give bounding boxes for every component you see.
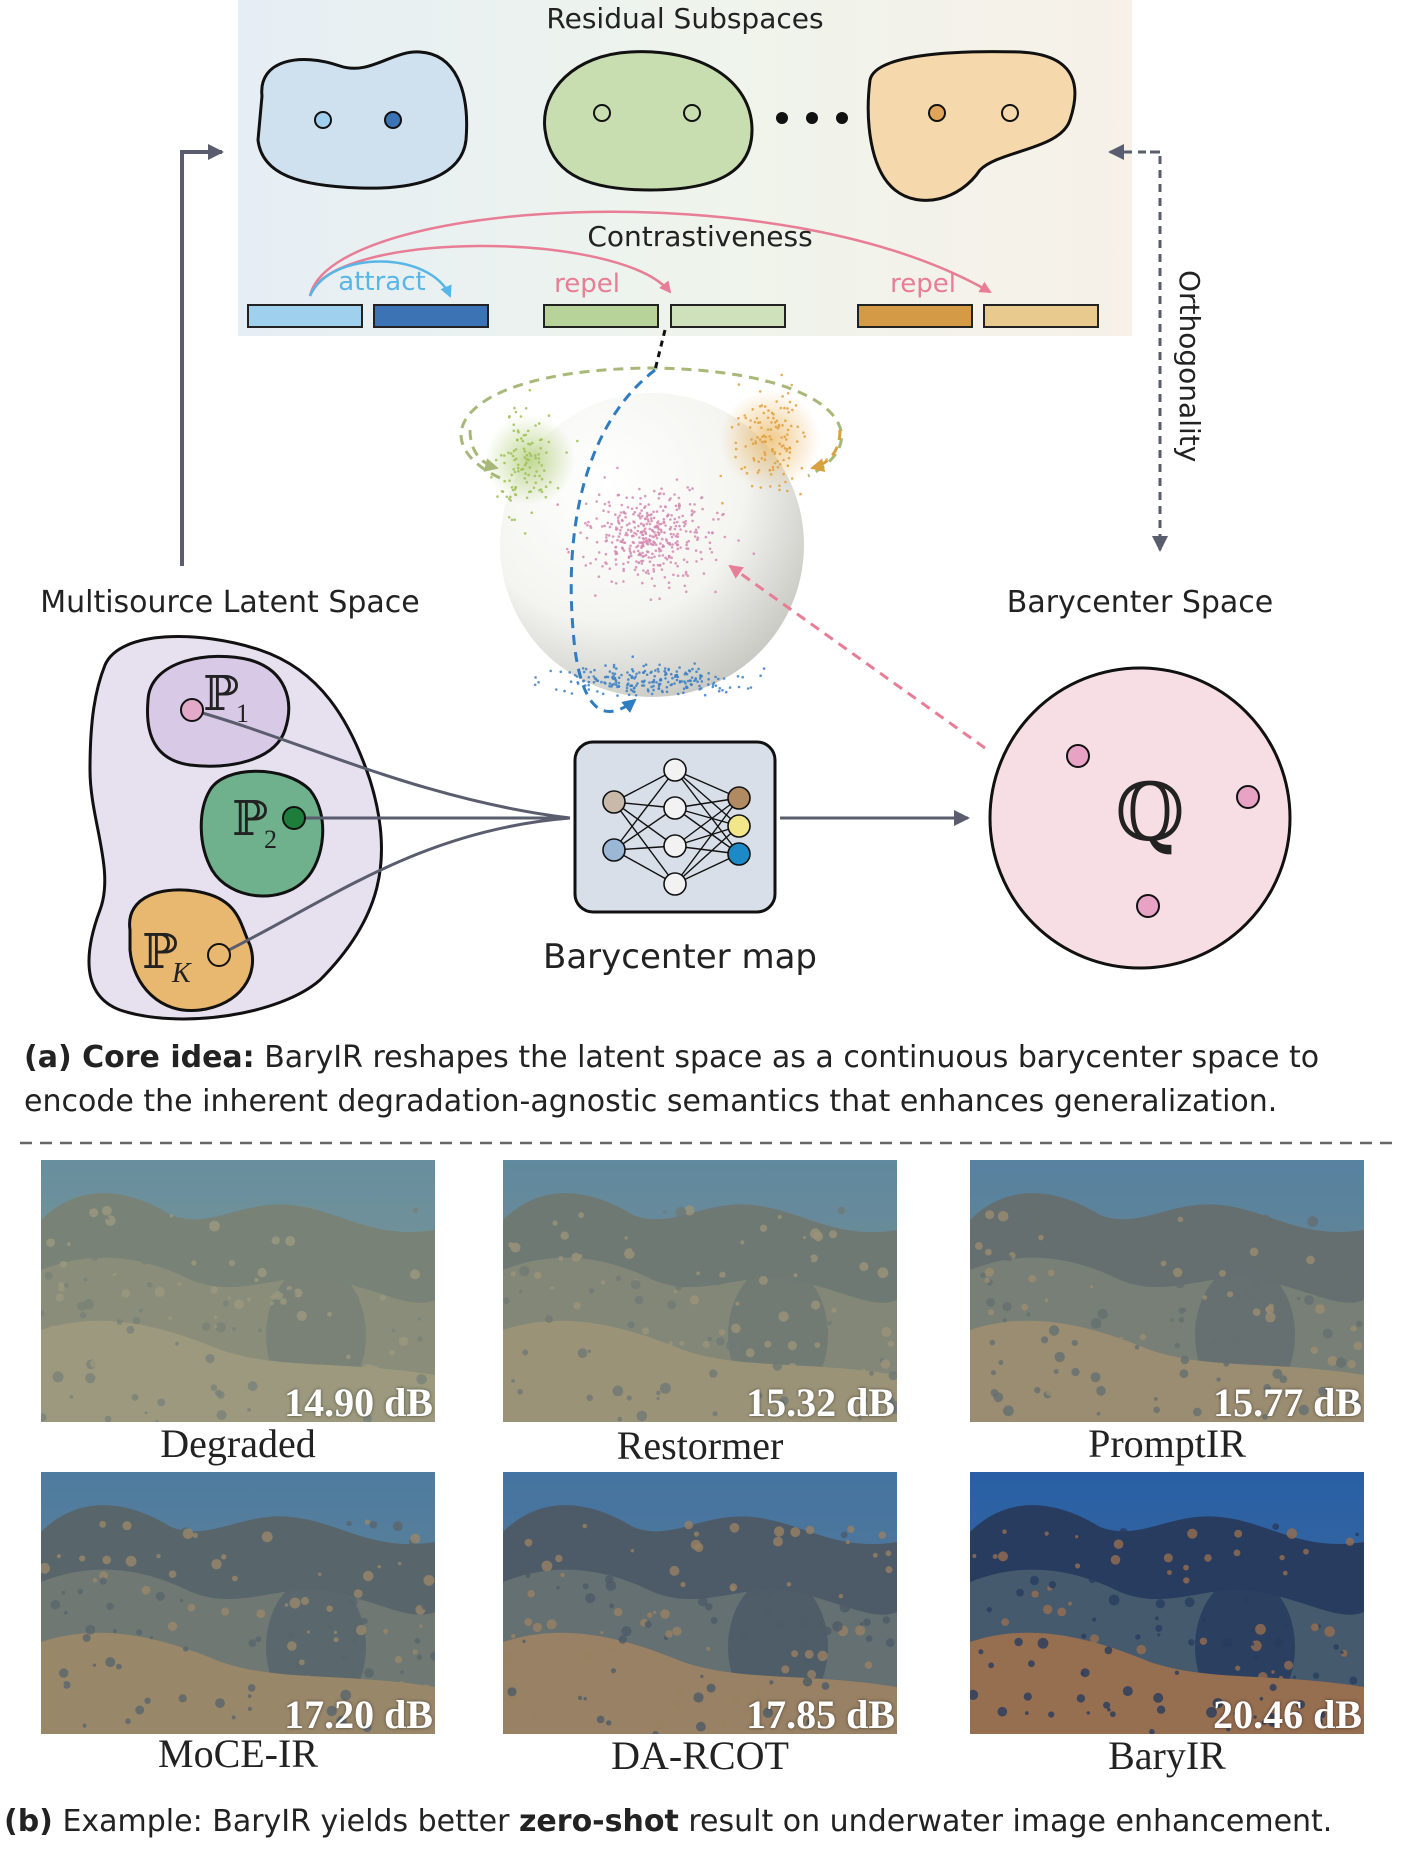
example-image-3: 15.77 dB — [970, 1160, 1364, 1422]
underwater-scene — [970, 1160, 1364, 1422]
caption-b-bold: zero-shot — [518, 1804, 679, 1839]
attract-arrow — [308, 260, 452, 298]
example-image-6: 20.46 dB — [970, 1472, 1364, 1734]
example-image-4: 17.20 dB — [41, 1472, 435, 1734]
ellipsis-dot-3 — [836, 112, 848, 124]
orange-point-2 — [1001, 104, 1019, 122]
p1-distribution — [146, 654, 291, 768]
method-label: MoCE-IR — [158, 1731, 318, 1776]
orthogonality-arrow — [1150, 150, 1168, 552]
caption-b-text2: result on underwater image enhancement. — [678, 1804, 1333, 1839]
green-subspace-blob — [543, 50, 754, 192]
underwater-scene — [970, 1472, 1364, 1734]
caption-a-prefix: (a) Core idea: — [24, 1040, 255, 1075]
pk-point — [207, 943, 231, 967]
example-image-1: 14.90 dB — [41, 1160, 435, 1422]
blue-point-2 — [384, 111, 402, 129]
feature-bar-orange-1 — [857, 304, 973, 328]
feature-bar-light-blue — [247, 304, 363, 328]
feature-bar-green-1 — [543, 304, 659, 328]
q-symbol: ℚ — [1115, 770, 1185, 858]
blue-subspace-blob — [256, 50, 469, 190]
pk-link — [218, 816, 571, 957]
method-label: PromptIR — [1088, 1421, 1246, 1466]
barycenter-map-network — [573, 740, 777, 914]
orthogonality-label: Orthogonality — [1173, 270, 1206, 462]
ellipsis-dot-2 — [806, 112, 818, 124]
barycenter-space-label: Barycenter Space — [1007, 585, 1274, 620]
contrastiveness-label: Contrastiveness — [587, 220, 812, 253]
orange-cluster-glow — [720, 390, 820, 490]
caption-a: (a) Core idea: BaryIR reshapes the laten… — [24, 1036, 1394, 1124]
psnr-value: 15.32 dB — [746, 1380, 895, 1422]
psnr-value: 17.20 dB — [284, 1692, 433, 1734]
p2-point — [282, 806, 306, 830]
psnr-value: 17.85 dB — [746, 1692, 895, 1734]
multisource-latent-space-label: Multisource Latent Space — [40, 585, 420, 620]
repel-arrow-far — [308, 210, 992, 297]
attract-label: attract — [338, 267, 425, 297]
example-image-5: 17.85 dB — [503, 1472, 897, 1734]
p1-symbol: ℙ — [203, 668, 239, 721]
orbit-arrow-green — [468, 429, 499, 472]
blue-meridian-arrow — [569, 368, 656, 713]
psnr-value: 20.46 dB — [1213, 1692, 1362, 1734]
pk-distribution — [128, 888, 255, 1013]
feature-bar-dark-blue — [373, 304, 489, 328]
underwater-scene — [41, 1160, 435, 1422]
underwater-scene — [503, 1472, 897, 1734]
pk-subscript: K — [171, 958, 192, 989]
caption-b-text1: Example: BaryIR yields better — [52, 1804, 519, 1839]
underwater-scene — [503, 1160, 897, 1422]
q-point-2 — [1236, 785, 1260, 809]
p1-link — [191, 708, 571, 820]
barycenter-map-label: Barycenter map — [543, 937, 817, 977]
method-label: DA-RCOT — [611, 1733, 789, 1778]
caption-a-line2: encode the inherent degradation-agnostic… — [24, 1084, 1278, 1119]
repel-label-2: repel — [890, 269, 956, 299]
sphere-point-clusters — [490, 373, 828, 697]
psnr-value: 15.77 dB — [1213, 1380, 1362, 1422]
p1-point — [180, 698, 204, 722]
caption-a-line1: BaryIR reshapes the latent space as a co… — [254, 1040, 1320, 1075]
pk-symbol: ℙ — [142, 926, 178, 979]
p2-subscript: 2 — [264, 825, 277, 854]
p1-subscript: 1 — [236, 699, 249, 728]
ellipsis-dot-1 — [776, 112, 788, 124]
feature-bar-orange-2 — [983, 304, 1099, 328]
method-label: Degraded — [160, 1421, 316, 1466]
underwater-scene — [41, 1472, 435, 1734]
orange-subspace-blob — [866, 50, 1077, 202]
latent-to-subspaces-arrow — [180, 144, 224, 566]
q-point-1 — [1066, 744, 1090, 768]
p2-distribution — [199, 769, 325, 898]
q-point-3 — [1136, 894, 1160, 918]
green-point-2 — [683, 104, 701, 122]
orange-point-1 — [928, 104, 946, 122]
orbit-arrow-orange — [810, 429, 842, 473]
neural-network-icon — [602, 758, 751, 896]
green-point-1 — [593, 104, 611, 122]
blue-point-1 — [314, 111, 332, 129]
example-image-2: 15.32 dB — [503, 1160, 897, 1422]
q-to-sphere-arrow — [728, 564, 986, 750]
feature-bar-green-2 — [670, 304, 786, 328]
barycenter-space-circle — [988, 666, 1292, 970]
repel-label-1: repel — [554, 269, 620, 299]
green-cluster-glow — [485, 415, 575, 505]
caption-b: (b) Example: BaryIR yields better zero-s… — [4, 1800, 1404, 1844]
method-label: Restormer — [616, 1423, 784, 1468]
caption-b-prefix: (b) — [4, 1804, 53, 1839]
psnr-value: 14.90 dB — [284, 1380, 433, 1422]
bar-to-sphere-dash — [653, 329, 667, 371]
residual-subspaces-title: Residual Subspaces — [546, 2, 823, 35]
orbit-arc — [459, 366, 844, 480]
p2-symbol: ℙ — [232, 793, 268, 846]
method-label: BaryIR — [1108, 1733, 1226, 1778]
